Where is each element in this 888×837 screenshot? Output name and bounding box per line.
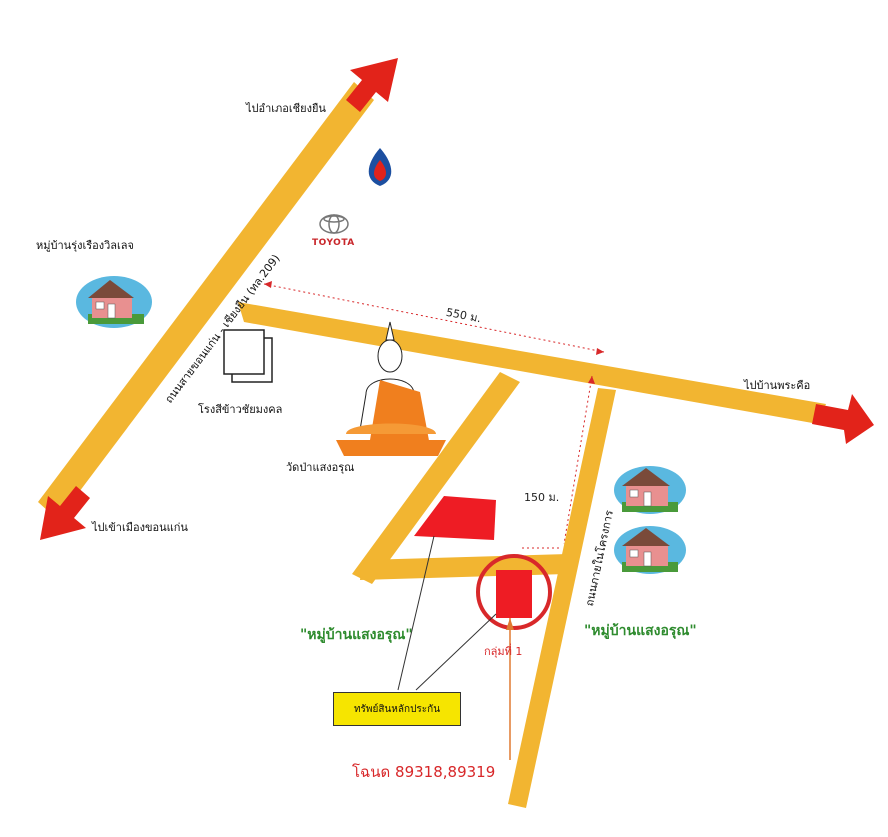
toyota-text: TOYOTA: [312, 238, 355, 248]
label-to-khon-kaen: ไปเข้าเมืองขอนแก่น: [92, 521, 188, 534]
label-village-saeng-arun-right: "หมู่บ้านแสงอรุณ": [584, 623, 697, 639]
label-rice-mill: โรงสีข้าวชัยมงคล: [198, 403, 283, 416]
arrow-southwest: [40, 486, 90, 540]
rice-mill-icon: [223, 329, 273, 383]
house-icon: [76, 276, 152, 328]
label-to-chiang-yuen: ไปอำเภอเชียงยืน: [246, 102, 326, 115]
road-lower-connector: [360, 554, 568, 580]
toyota-logo-icon: [319, 214, 349, 234]
road-east: [238, 302, 826, 424]
deed-number: โฉนด 89318,89319: [352, 763, 496, 781]
pointer-lines: [397, 535, 497, 691]
arrow-east: [812, 394, 874, 444]
arrow-northeast: [346, 58, 398, 112]
parcel-group-1: [496, 570, 532, 618]
collateral-box: ทรัพย์สินหลักประกัน: [333, 692, 461, 726]
road-southwest-branch: [352, 372, 520, 584]
buddha-statue-icon: [336, 321, 446, 456]
highway-road: [38, 82, 374, 520]
label-to-ban-phra-khue: ไปบ้านพระคือ: [744, 379, 811, 392]
label-group-1: กลุ่มที่ 1: [484, 645, 523, 658]
house-icon: [614, 526, 686, 574]
road-inner-project: [508, 388, 616, 808]
distance-lines: [263, 283, 605, 549]
parcel-left: [414, 496, 496, 540]
label-village-rungrueang: หมู่บ้านรุ่งเรืองวิลเลจ: [36, 239, 134, 252]
distance-150: 150 ม.: [524, 491, 560, 504]
direction-arrows: [40, 58, 874, 540]
roads: [38, 82, 826, 808]
highlight-circle: [476, 554, 552, 630]
ptt-logo-icon: [368, 148, 392, 186]
label-village-saeng-arun-left: "หมู่บ้านแสงอรุณ": [300, 627, 413, 643]
house-icon: [614, 466, 686, 514]
label-temple: วัดป่าแสงอรุณ: [286, 461, 355, 474]
collateral-text: ทรัพย์สินหลักประกัน: [353, 703, 441, 715]
